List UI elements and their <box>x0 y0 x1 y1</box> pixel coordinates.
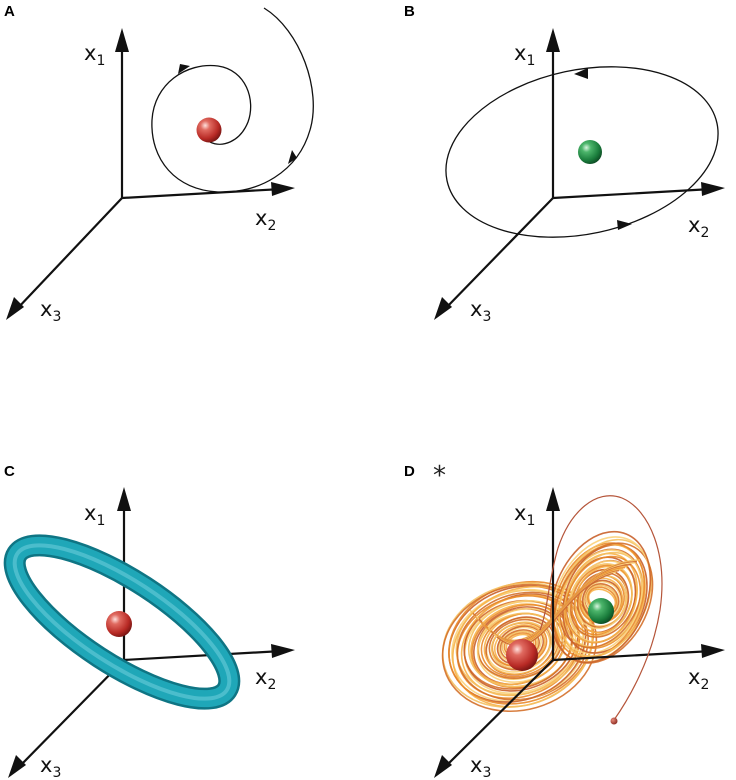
transient-trajectory <box>539 495 663 721</box>
axis-x3 <box>6 197 123 320</box>
attractor-loop-right <box>549 530 652 664</box>
sphere-icon <box>106 611 132 637</box>
axis-x3-label: x3 <box>40 297 61 325</box>
arrowhead-icon <box>117 487 131 511</box>
arrowhead-icon <box>271 182 295 196</box>
axis-x3-label: x3 <box>470 297 491 325</box>
arrowhead-icon <box>434 755 452 778</box>
torus-ring <box>3 534 241 710</box>
axis-x1-label: x1 <box>514 41 535 69</box>
axis-x1-label: x1 <box>514 501 535 529</box>
axis-x2 <box>552 182 725 200</box>
axis-x1-label: x1 <box>84 501 105 529</box>
arrowhead-icon <box>701 644 725 658</box>
panel-c: C x1 x2 x3 <box>3 463 295 780</box>
arrowhead-icon <box>8 755 26 778</box>
arrowhead-icon <box>617 220 632 230</box>
axis-x2-label: x2 <box>255 206 276 234</box>
panel-label: C <box>4 463 15 480</box>
arrowhead-icon <box>271 644 295 658</box>
axis-x2-label: x2 <box>688 213 709 241</box>
limit-cycle-orbit <box>445 66 719 238</box>
attractor-loop-left <box>441 582 594 708</box>
panel-label: A <box>4 3 15 20</box>
axis-x2 <box>552 644 725 662</box>
axis-x1 <box>546 487 560 660</box>
asterisk-marker: * <box>433 461 446 491</box>
arrowhead-icon <box>574 68 588 79</box>
axis-x3-label: x3 <box>40 753 61 780</box>
panel-b: B x1 x2 x3 <box>404 3 725 325</box>
sphere-icon <box>196 117 222 143</box>
attractor-loop-right <box>552 542 646 659</box>
sphere-icon <box>588 598 614 624</box>
axis-x3 <box>434 197 554 320</box>
axis-x2-label: x2 <box>688 665 709 693</box>
axis-x3-label: x3 <box>470 753 491 780</box>
arrowhead-icon <box>178 64 190 74</box>
arrowhead-icon <box>701 182 725 196</box>
arrowhead-icon <box>546 28 560 52</box>
strange-attractor <box>441 530 654 713</box>
sphere-icon <box>506 639 538 671</box>
axis-x1 <box>546 28 560 198</box>
axis-x3 <box>434 659 554 778</box>
panel-a: A x1 x2 x3 <box>4 3 314 325</box>
panel-label: D <box>404 463 415 480</box>
axis-x2 <box>121 182 295 200</box>
arrowhead-icon <box>115 28 129 52</box>
axis-x1 <box>115 28 129 198</box>
axis-x1-label: x1 <box>84 41 105 69</box>
arrowhead-icon <box>288 150 297 164</box>
axis-x3 <box>8 659 125 778</box>
spiral-trajectory <box>151 7 314 193</box>
axis-x2-label: x2 <box>255 665 276 693</box>
attractor-loop-right <box>558 549 643 655</box>
start-point-icon <box>610 717 618 725</box>
panel-d: D * x1 x2 x3 <box>404 461 725 780</box>
arrowhead-icon <box>546 487 560 511</box>
arrowhead-icon <box>434 297 452 320</box>
sphere-icon <box>578 140 602 164</box>
panel-label: B <box>404 3 415 20</box>
arrowhead-icon <box>6 297 24 320</box>
axis-x2 <box>123 644 295 662</box>
